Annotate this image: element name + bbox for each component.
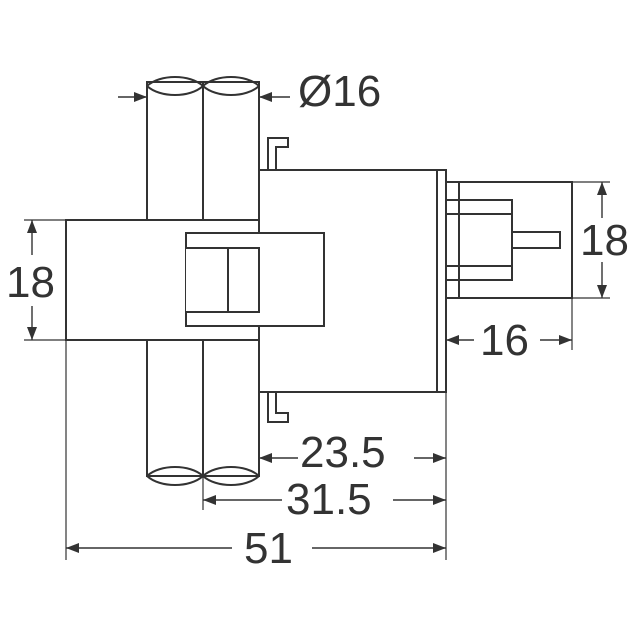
- pipe-lower: [146, 339, 260, 486]
- height-right-label: 18: [580, 216, 629, 265]
- dimension-height-right: 18: [580, 182, 629, 298]
- dimension-height-left: 18: [6, 220, 55, 340]
- diameter-label: Ø16: [298, 67, 381, 116]
- plug-length-label: 16: [480, 316, 529, 365]
- extension-lines: [24, 181, 610, 560]
- overall-length-label: 51: [244, 524, 293, 573]
- dimension-23-5: 23.5: [259, 428, 446, 477]
- dimension-diameter: Ø16: [118, 67, 381, 116]
- pipe-upper: [146, 76, 260, 221]
- dimension-31-5: 31.5: [203, 475, 446, 524]
- dimension-overall: 51: [66, 524, 446, 573]
- height-left-label: 18: [6, 258, 55, 307]
- dim-23-5-label: 23.5: [300, 428, 386, 477]
- dimension-plug-length: 16: [446, 316, 572, 365]
- dim-31-5-label: 31.5: [286, 475, 372, 524]
- clamp-block: [65, 219, 325, 341]
- plug-connector: [445, 181, 573, 299]
